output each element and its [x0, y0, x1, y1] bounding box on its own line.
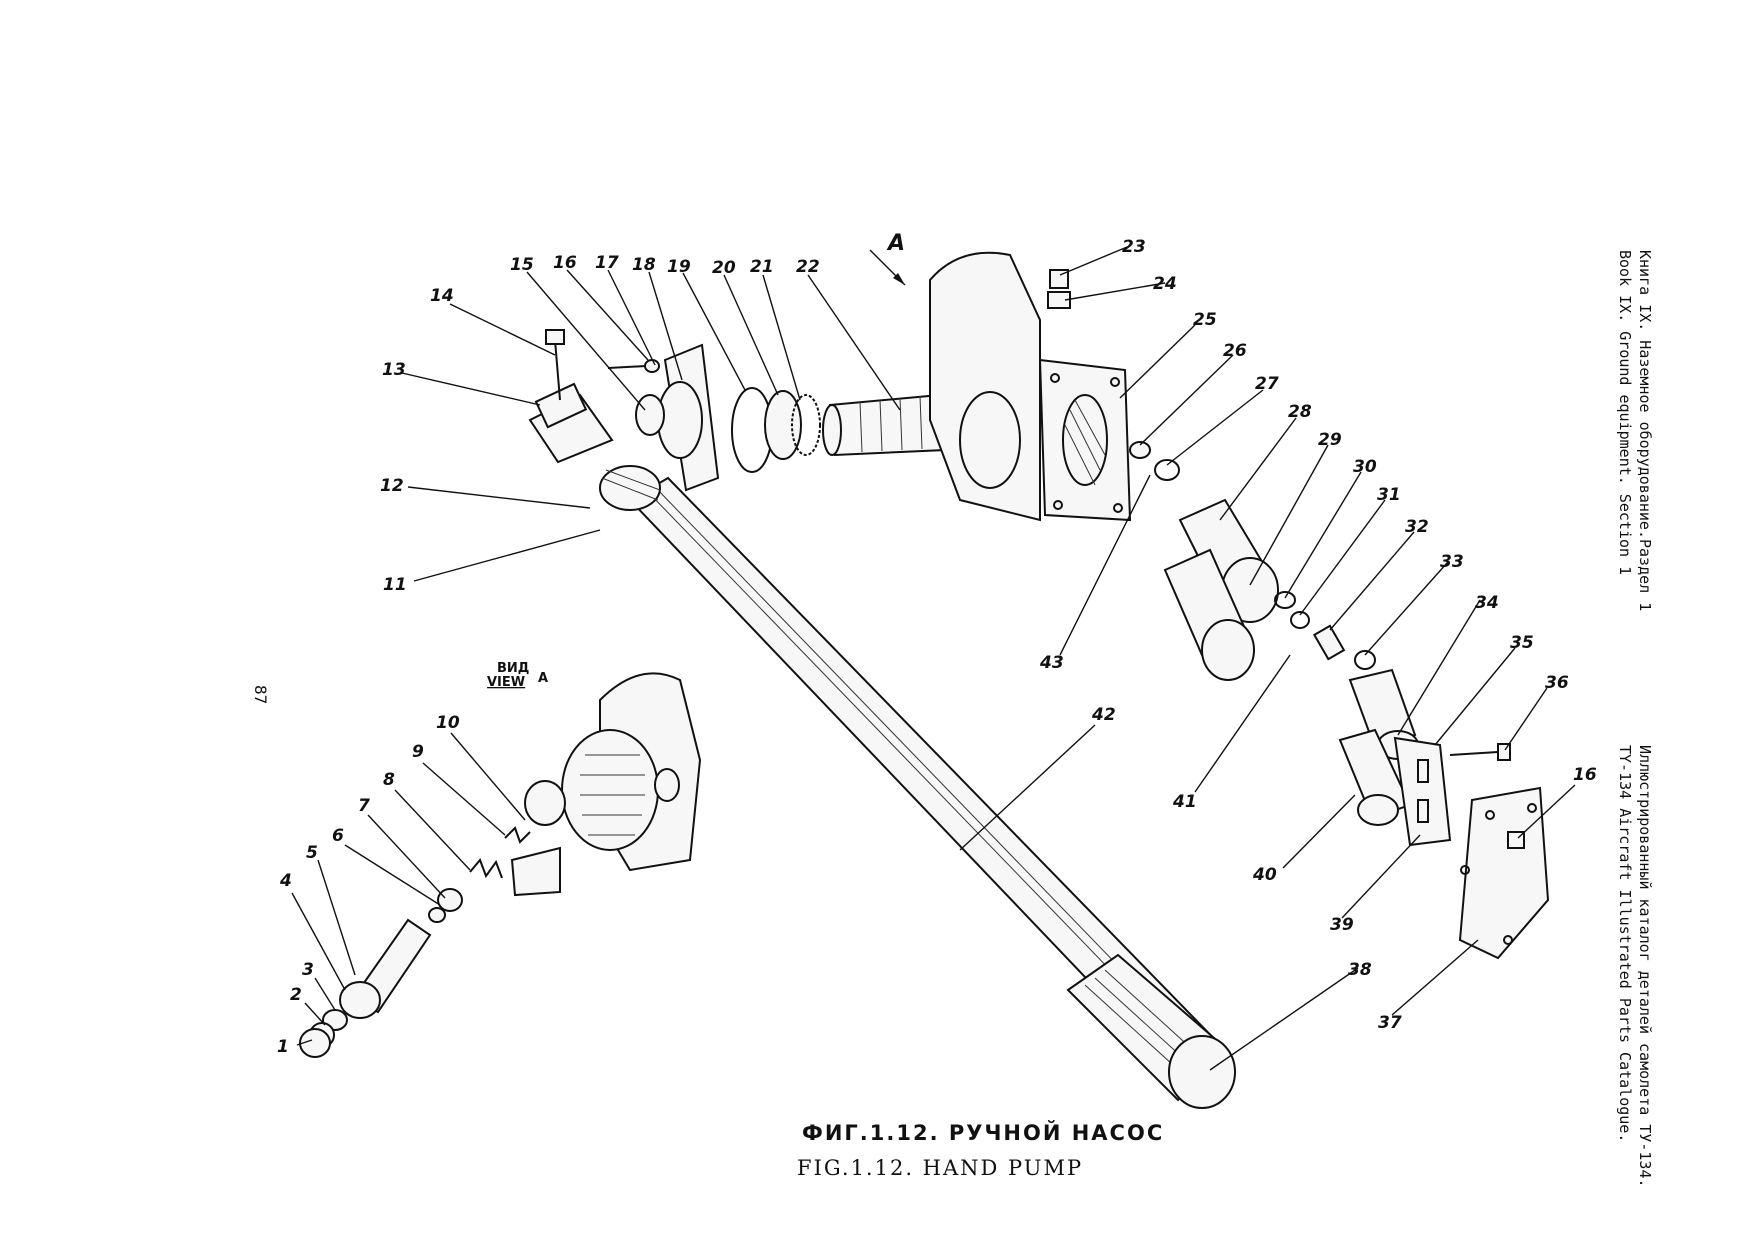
caption-en: FIG.1.12. HAND PUMP — [797, 1156, 1083, 1180]
valve-train — [1129, 441, 1419, 760]
side-header-line4: TY-134 Aircraft Illustrated Parts Catalo… — [1616, 745, 1634, 1142]
callout-9: 9 — [412, 742, 424, 762]
callout-6: 6 — [332, 826, 344, 846]
callout-29: 29 — [1318, 430, 1342, 450]
callout-3: 3 — [302, 960, 314, 980]
callout-24: 24 — [1153, 274, 1177, 294]
callout-41: 41 — [1172, 792, 1197, 812]
figure-caption: ФИГ.1.12. РУЧНОЙ НАСОС FIG.1.12. HAND PU… — [797, 1120, 1164, 1180]
callout-25: 25 — [1193, 310, 1217, 330]
callout-numbers: 1 2 3 4 5 6 7 8 9 10 11 12 13 14 15 16 1… — [277, 231, 1597, 1057]
callout-19: 19 — [667, 257, 691, 277]
callout-33: 33 — [1440, 552, 1464, 572]
callout-12: 12 — [380, 476, 404, 496]
lower-valve-block — [1338, 728, 1550, 960]
view-label-ru: ВИД — [497, 661, 529, 676]
callout-39: 39 — [1330, 915, 1354, 935]
callout-8: 8 — [383, 770, 395, 790]
view-a-drawing — [299, 672, 702, 1058]
callout-15: 15 — [510, 255, 534, 275]
view-arrow-label: A — [886, 231, 905, 256]
view-a-label: ВИД VIEW A — [487, 661, 548, 690]
leader-lines — [291, 246, 1576, 1071]
callout-35: 35 — [1510, 633, 1534, 653]
view-label-letter: A — [538, 671, 548, 686]
callout-18: 18 — [632, 255, 656, 275]
pump-handle — [628, 476, 1236, 1109]
callout-23: 23 — [1122, 237, 1146, 257]
callout-2: 2 — [290, 985, 302, 1005]
callout-28: 28 — [1288, 402, 1312, 422]
callout-37: 37 — [1378, 1013, 1402, 1033]
spline-shaft — [822, 393, 947, 457]
callout-27: 27 — [1255, 374, 1279, 394]
side-header-line3: Иллюстрированный каталог деталей самолет… — [1636, 745, 1654, 1188]
callout-11: 11 — [383, 575, 407, 595]
callout-20: 20 — [712, 258, 736, 278]
callout-16a: 16 — [553, 253, 577, 273]
callout-16b: 16 — [1573, 765, 1597, 785]
caption-ru: ФИГ.1.12. РУЧНОЙ НАСОС — [802, 1120, 1164, 1145]
callout-32: 32 — [1405, 517, 1429, 537]
callout-7: 7 — [358, 796, 370, 816]
side-header: Книга IX. Наземное оборудование.Раздел 1… — [1616, 250, 1654, 1188]
callout-43: 43 — [1039, 653, 1064, 673]
callout-42: 42 — [1091, 705, 1116, 725]
callout-31: 31 — [1377, 485, 1401, 505]
side-header-line2: Book IX. Ground equipment. Section 1 — [1616, 250, 1634, 575]
callout-1: 1 — [277, 1037, 289, 1057]
callout-36: 36 — [1545, 673, 1569, 693]
callout-38: 38 — [1348, 960, 1372, 980]
callout-4: 4 — [279, 871, 292, 891]
side-header-line1: Книга IX. Наземное оборудование.Раздел 1 — [1636, 250, 1654, 611]
callout-17: 17 — [595, 253, 619, 273]
callout-10: 10 — [436, 713, 460, 733]
callout-26: 26 — [1223, 341, 1247, 361]
callout-40: 40 — [1252, 865, 1277, 885]
callout-5: 5 — [306, 843, 318, 863]
view-label-en: VIEW — [487, 675, 525, 690]
callout-21: 21 — [750, 257, 774, 277]
callout-30: 30 — [1353, 457, 1377, 477]
page-number: 87 — [251, 685, 270, 704]
callout-14: 14 — [430, 286, 454, 306]
callout-34: 34 — [1475, 593, 1499, 613]
cover-plate-assembly — [607, 343, 821, 492]
callout-13: 13 — [382, 360, 406, 380]
pump-body — [929, 251, 1132, 522]
handle-fork-assembly — [528, 329, 661, 511]
callout-22: 22 — [796, 257, 820, 277]
